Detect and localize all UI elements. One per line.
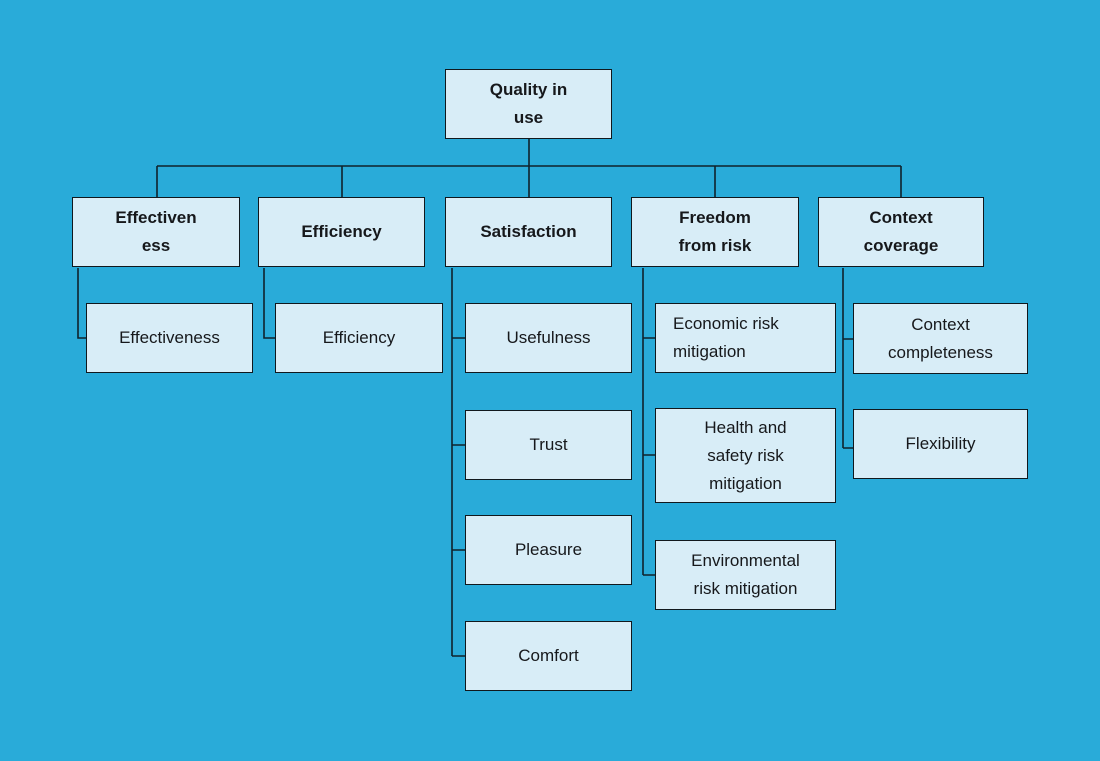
node-effectiveness-category[interactable]: Effectiven ess	[72, 197, 240, 267]
node-label: Effectiveness	[119, 328, 220, 347]
node-label: Efficiency	[301, 222, 382, 241]
node-label: Usefulness	[506, 328, 591, 347]
node-satisfaction-category[interactable]: Satisfaction	[445, 197, 612, 267]
node-label: Context completeness	[888, 314, 993, 362]
connector-effectiveness	[77, 268, 86, 339]
node-freedom-from-risk-category[interactable]: Freedom from risk	[631, 197, 799, 267]
node-context-completeness[interactable]: Context completeness	[853, 303, 1028, 374]
node-label: Pleasure	[514, 540, 583, 559]
node-efficiency-category[interactable]: Efficiency	[258, 197, 425, 267]
node-label: Freedom from risk	[678, 208, 752, 255]
node-label: Efficiency	[322, 328, 396, 347]
connector-efficiency	[263, 268, 275, 339]
node-usefulness[interactable]: Usefulness	[465, 303, 632, 373]
node-trust[interactable]: Trust	[465, 410, 632, 480]
node-label: Economic risk mitigation	[673, 314, 779, 361]
node-label: Quality in use	[489, 80, 568, 127]
node-efficiency[interactable]: Efficiency	[275, 303, 443, 373]
node-effectiveness[interactable]: Effectiveness	[86, 303, 253, 373]
node-health-safety-risk-mitigation[interactable]: Health and safety risk mitigation	[655, 408, 836, 503]
node-label: Environmental risk mitigation	[691, 551, 800, 598]
connector-freedom-from-risk	[642, 268, 655, 576]
node-quality-in-use[interactable]: Quality in use	[445, 69, 612, 139]
node-label: Comfort	[518, 646, 579, 665]
node-label: Context coverage	[863, 208, 939, 255]
connector-context-coverage	[842, 268, 853, 449]
connector-satisfaction	[451, 268, 465, 657]
node-environmental-risk-mitigation[interactable]: Environmental risk mitigation	[655, 540, 836, 610]
node-label: Satisfaction	[480, 222, 577, 241]
node-comfort[interactable]: Comfort	[465, 621, 632, 691]
node-label: Effectiven ess	[115, 208, 197, 255]
connector-root-bus	[156, 139, 902, 197]
node-label: Trust	[529, 435, 568, 454]
node-label: Health and safety risk mitigation	[704, 417, 787, 493]
node-flexibility[interactable]: Flexibility	[853, 409, 1028, 479]
node-context-coverage-category[interactable]: Context coverage	[818, 197, 984, 267]
node-economic-risk-mitigation[interactable]: Economic risk mitigation	[655, 303, 836, 373]
node-label: Flexibility	[905, 434, 976, 453]
node-pleasure[interactable]: Pleasure	[465, 515, 632, 585]
